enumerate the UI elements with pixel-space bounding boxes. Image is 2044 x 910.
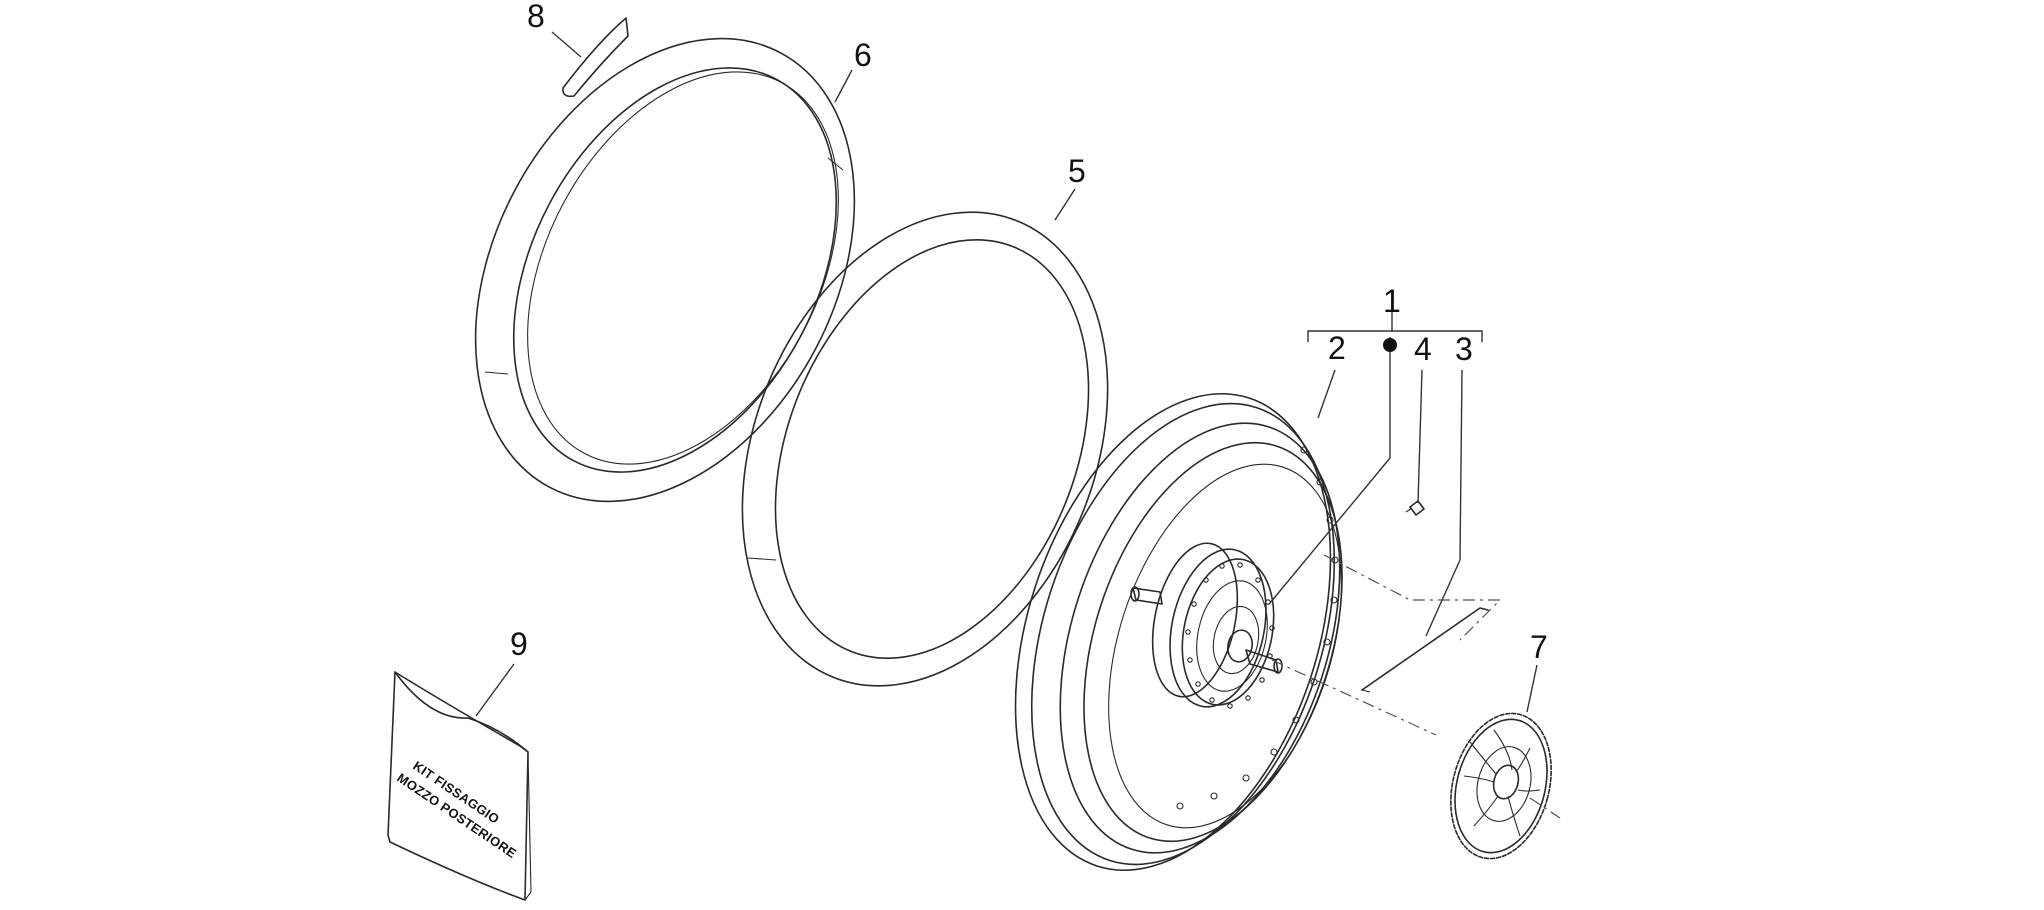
callout-4: 4 [1414,331,1432,367]
callout-5: 5 [1068,153,1086,189]
callout-7: 7 [1530,629,1548,665]
part-8-rim-strip [562,17,629,98]
part-5-inner-tube [741,211,1109,687]
callout-labels: 1 2 3 4 5 6 7 8 9 [510,0,1548,665]
callout-9: 9 [510,626,528,662]
leader-lines [475,31,1538,717]
hub-flange-dots [1185,562,1275,709]
callout-3: 3 [1455,331,1473,367]
part-4-valve [1405,500,1425,516]
part-2-wheel-rim [1014,392,1343,872]
callout-1: 1 [1383,283,1401,319]
hub-motor [1130,542,1283,709]
callout-8: 8 [527,0,545,34]
spoke-holes [1176,446,1339,810]
assembly-centerlines [1271,554,1561,819]
part-7-brake-disc [1450,712,1552,860]
callout-6: 6 [854,37,872,73]
part-6-tyre [474,37,856,503]
part-9-fixing-kit-bag: KIT FISSAGGIO MOZZO POSTERIORE [387,671,532,901]
part-3-spoke [1361,607,1489,693]
bullet-marker [1383,338,1397,352]
callout-2: 2 [1328,330,1346,366]
